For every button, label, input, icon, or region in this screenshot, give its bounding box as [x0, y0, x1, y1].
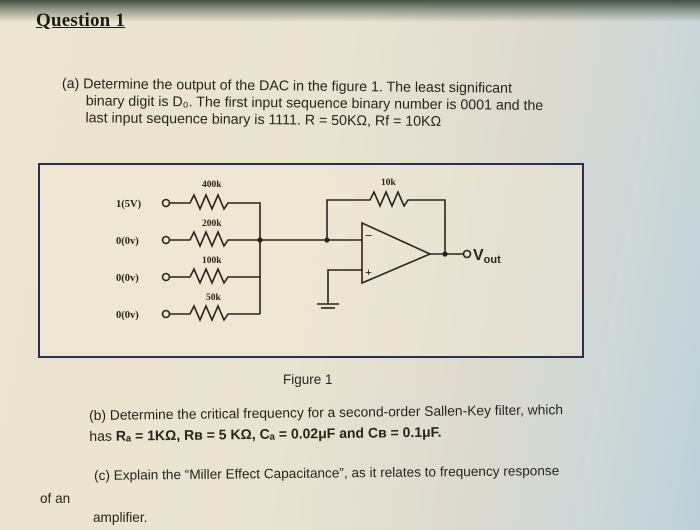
- ra-value: Rₐ = 1KΩ,: [115, 426, 185, 444]
- part-a-text: (a) Determine the output of the DAC in t…: [61, 76, 543, 132]
- input-label-3: 0(0v): [116, 273, 139, 284]
- resistor-label-200k: 200k: [202, 219, 222, 229]
- figure-1-circuit-box: 1(5V) 0(0v) 0(0v) 0(0v) 400k 200k 100k 5…: [38, 163, 584, 358]
- opamp-icon: [361, 221, 432, 285]
- input-terminal-1: [161, 198, 171, 208]
- resistor-200k-icon: [170, 229, 260, 249]
- opamp-plus-sign: +: [365, 265, 372, 279]
- vout-terminal: [462, 249, 472, 259]
- part-c-line-1: (c) Explain the “Miller Effect Capacitan…: [94, 463, 560, 483]
- resistor-400k-icon: [170, 192, 261, 314]
- resistor-50k-icon: [170, 303, 260, 323]
- input-terminal-2: [161, 235, 171, 245]
- question-title: Question 1: [36, 10, 126, 31]
- input-label-1: 1(5V): [116, 199, 142, 210]
- ca-value: Cₐ = 0.02μF: [259, 424, 336, 442]
- opamp-minus-sign: −: [365, 228, 372, 243]
- figure-caption: Figure 1: [283, 372, 333, 387]
- resistor-label-50k: 50k: [206, 293, 222, 303]
- input-label-4: 0(0v): [116, 310, 139, 321]
- part-b-text: (b) Determine the critical frequency for…: [89, 400, 563, 446]
- resistor-label-10k: 10k: [381, 178, 397, 188]
- resistor-10k-icon: [326, 189, 446, 254]
- resistor-label-100k: 100k: [202, 256, 222, 266]
- dac-circuit-diagram: 1(5V) 0(0v) 0(0v) 0(0v) 400k 200k 100k 5…: [116, 178, 501, 323]
- resistor-label-400k: 400k: [202, 180, 222, 190]
- input-terminal-4: [161, 309, 171, 319]
- cb-value: Cʙ = 0.1μF.: [367, 423, 442, 441]
- input-label-2: 0(0v): [116, 236, 139, 247]
- input-terminal-3: [161, 272, 171, 282]
- resistor-100k-icon: [170, 266, 260, 286]
- part-c-line-3: amplifier.: [93, 510, 148, 525]
- part-c-line-2: of an: [40, 491, 71, 506]
- rb-value: Rʙ = 5 KΩ,: [183, 425, 260, 443]
- vout-label: Vout: [473, 247, 501, 266]
